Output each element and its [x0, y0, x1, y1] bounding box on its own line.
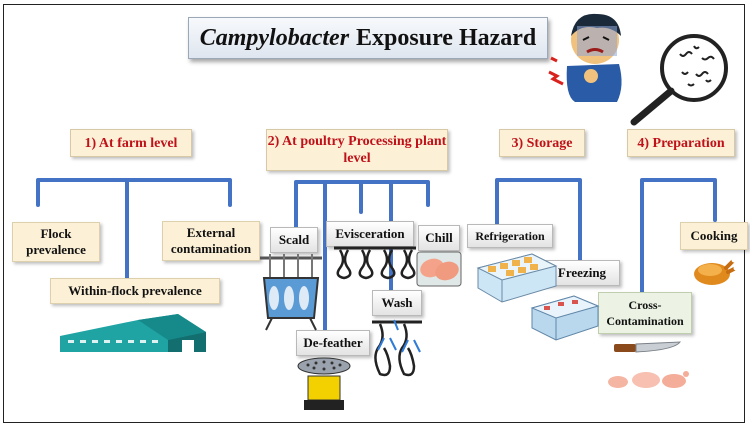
stage-processing-heading: 2) At poultry Processing plant level	[266, 129, 448, 171]
chilled-meat-icon	[416, 251, 462, 287]
title-italic: Campylobacter	[199, 24, 350, 51]
scalder-icon	[260, 254, 322, 331]
roast-chicken-icon	[694, 257, 738, 285]
freezing-label: Freezing	[544, 260, 620, 286]
scald-label: Scald	[270, 227, 318, 253]
wash-label: Wash	[372, 290, 422, 316]
defeather-machine-icon	[297, 357, 351, 410]
cooking-label: Cooking	[680, 222, 748, 250]
stage-farm-heading: 1) At farm level	[70, 129, 192, 157]
title-rest: Exposure Hazard	[356, 24, 537, 51]
diagram-title: Campylobacter Exposure Hazard	[188, 17, 548, 59]
sick-person-icon	[548, 13, 622, 102]
refrigeration-label: Refrigeration	[467, 224, 553, 248]
wash-shackles-icon	[372, 319, 422, 377]
preparation-connector	[640, 178, 717, 294]
stage-storage-heading: 3) Storage	[499, 129, 585, 157]
farm-connector	[36, 178, 232, 280]
poultry-house-icon	[60, 314, 206, 352]
de-feather-label: De-feather	[296, 330, 370, 356]
processing-connector	[294, 180, 430, 332]
evisceration-shackles-icon	[334, 246, 416, 280]
within-flock-prevalence-label: Within-flock prevalence	[50, 278, 220, 304]
cross-contamination-label: Cross-Contamination	[598, 292, 692, 334]
external-contamination-label: External contamination	[162, 221, 260, 261]
refrigerator-icon	[476, 253, 558, 303]
freezer-icon	[530, 295, 600, 341]
raw-chicken-pieces-icon	[608, 371, 689, 388]
knife-icon	[614, 341, 682, 353]
chill-label: Chill	[418, 225, 460, 251]
stage-preparation-heading: 4) Preparation	[627, 129, 735, 157]
flock-prevalence-label: Flock prevalence	[12, 222, 100, 262]
storage-connector	[495, 178, 582, 264]
magnifier-bacteria-icon	[630, 34, 728, 126]
